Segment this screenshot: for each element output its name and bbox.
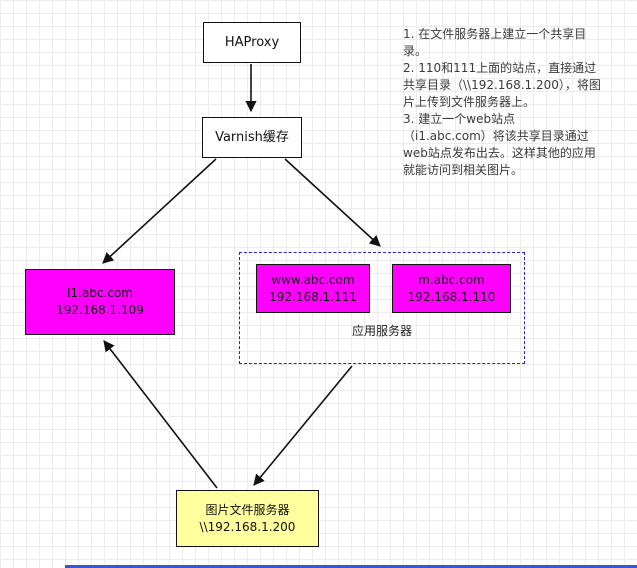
node-i1-name: I1.abc.com	[67, 286, 133, 300]
node-file-server-ip: \\192.168.1.200	[199, 519, 296, 534]
node-file-server: 图片文件服务器 \\192.168.1.200	[176, 490, 319, 547]
node-i1-server: I1.abc.com 192.168.1.109	[25, 269, 175, 335]
app-server-group-frame	[239, 252, 525, 364]
arrow-varnish-to-i1	[102, 158, 217, 264]
node-haproxy-label: HAProxy	[224, 35, 280, 50]
node-www-ip: 192.168.1.111	[269, 289, 357, 304]
annotation-notes: 1. 在文件服务器上建立一个共享目 录。 2. 110和111上面的站点，直接通…	[403, 27, 601, 177]
node-varnish-label: Varnish缓存	[215, 130, 289, 145]
node-www-server: www.abc.com 192.168.1.111	[256, 264, 370, 313]
arrow-fileserver-to-i1	[103, 340, 218, 489]
bottom-edge-line	[65, 565, 637, 568]
arrow-appgroup-to-fileserver	[253, 365, 353, 486]
app-server-group-label: 应用服务器	[351, 324, 412, 338]
node-file-server-name: 图片文件服务器	[205, 502, 290, 517]
node-m-server: m.abc.com 192.168.1.110	[392, 264, 511, 313]
node-haproxy: HAProxy	[203, 22, 301, 63]
node-m-ip: 192.168.1.110	[407, 289, 496, 304]
node-www-name: www.abc.com	[271, 272, 355, 287]
node-varnish-cache: Varnish缓存	[202, 117, 302, 158]
arrow-varnish-to-appgroup	[284, 158, 381, 247]
node-m-name: m.abc.com	[418, 272, 485, 287]
node-i1-ip: 192.168.1.109	[56, 303, 144, 317]
